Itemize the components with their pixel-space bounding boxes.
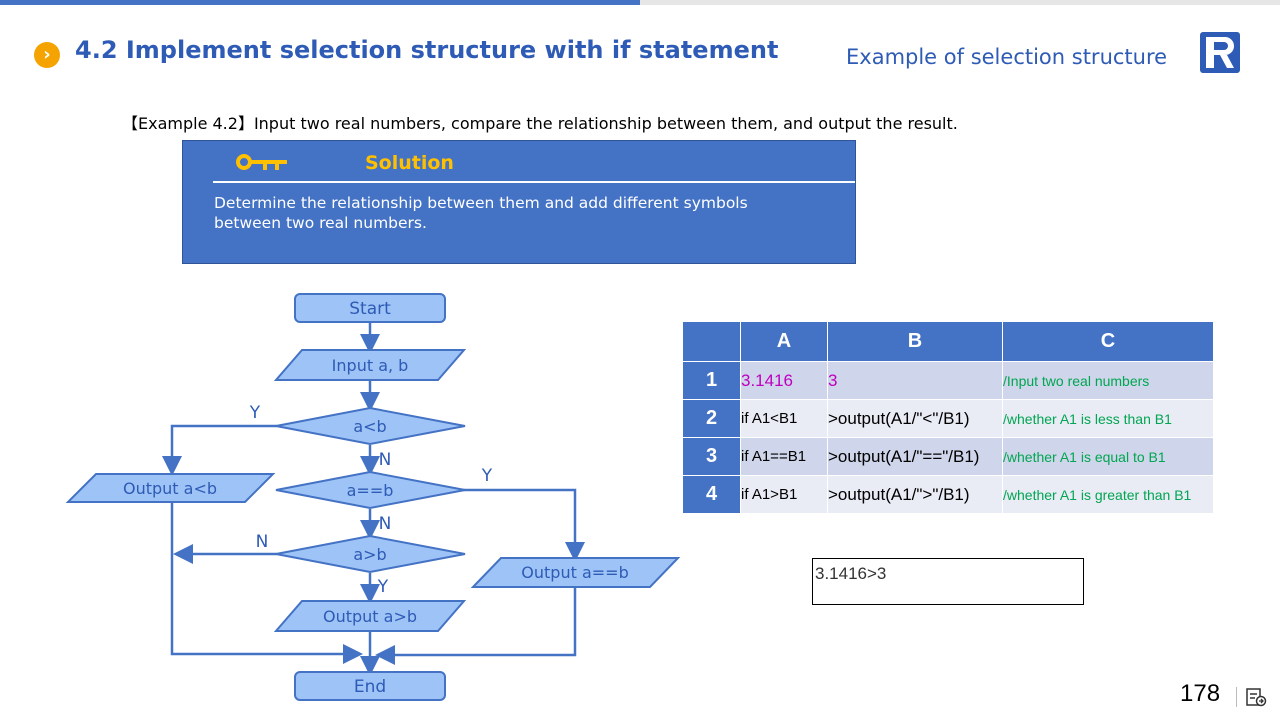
code-grid: A B C 1 3.1416 3 /Input two real numbers…	[682, 321, 1214, 514]
solution-title: Solution	[365, 152, 454, 174]
grid-row-number: 3	[682, 437, 741, 476]
grid-cell-b: >output(A1/"<"/B1)	[827, 399, 1003, 438]
flow-n-label-lt: N	[379, 450, 392, 470]
grid-row-number: 2	[682, 399, 741, 438]
chevron-right-icon: ›	[34, 42, 60, 68]
flow-y-label-eq: Y	[481, 466, 493, 486]
flow-end	[294, 671, 446, 701]
flow-start-label: Start	[349, 299, 391, 319]
grid-corner	[682, 321, 741, 362]
flow-input	[273, 349, 467, 381]
flow-cond-lt-label: a<b	[353, 417, 386, 436]
flow-output-lt-label: Output a<b	[123, 479, 217, 498]
grid-cell-a: if A1==B1	[740, 437, 828, 476]
grid-cell-c: /whether A1 is equal to B1	[1002, 437, 1214, 476]
section-subtitle: Example of selection structure	[846, 45, 1168, 69]
flow-n-label-gt: N	[256, 532, 269, 552]
grid-cell-c: /whether A1 is less than B1	[1002, 399, 1214, 438]
key-icon	[236, 154, 287, 170]
flow-output-eq-label: Output a==b	[521, 563, 628, 582]
solution-text: Determine the relationship between them …	[214, 194, 748, 232]
solution-box: Solution Determine the relationship betw…	[182, 140, 856, 264]
grid-cell-b: 3	[827, 361, 1003, 400]
grid-cell-a: if A1<B1	[740, 399, 828, 438]
output-result-text: 3.1416>3	[815, 564, 887, 583]
grid-row: 4 if A1>B1 >output(A1/">"/B1) /whether A…	[682, 475, 1214, 514]
top-accent-bar	[0, 0, 640, 5]
solution-divider	[213, 181, 855, 183]
flow-input-label: Input a, b	[332, 356, 409, 375]
page-title: 4.2 Implement selection structure with i…	[75, 36, 779, 64]
grid-cell-b: >output(A1/"=="/B1)	[827, 437, 1003, 476]
grid-cell-c: /Input two real numbers	[1002, 361, 1214, 400]
flow-y-label-lt: Y	[249, 403, 261, 423]
page-number: 178	[1180, 680, 1221, 707]
top-grey-bar	[640, 0, 1280, 5]
example-statement: 【Example 4.2】Input two real numbers, com…	[122, 114, 958, 133]
flow-n-label-eq: N	[379, 514, 392, 534]
grid-row: 1 3.1416 3 /Input two real numbers	[682, 361, 1214, 400]
grid-cell-c: /whether A1 is greater than B1	[1002, 475, 1214, 514]
logo-r-icon	[1200, 32, 1240, 73]
flow-end-label: End	[354, 677, 386, 697]
flow-output-eq	[470, 557, 681, 588]
flow-output-lt	[65, 473, 276, 503]
flow-output-gt-label: Output a>b	[323, 607, 417, 626]
grid-row-number: 1	[682, 361, 741, 400]
grid-row: 2 if A1<B1 >output(A1/"<"/B1) /whether A…	[682, 399, 1214, 438]
flow-cond-gt	[275, 534, 466, 574]
flow-cond-gt-label: a>b	[353, 545, 386, 564]
slide-nav-icon[interactable]	[1245, 686, 1267, 708]
flow-y-label-gt: Y	[377, 577, 389, 597]
footer-divider	[1236, 687, 1237, 707]
grid-cell-a: if A1>B1	[740, 475, 828, 514]
flow-cond-lt	[275, 406, 466, 446]
grid-col-c: C	[1002, 321, 1214, 362]
grid-row-number: 4	[682, 475, 741, 514]
grid-cell-a: 3.1416	[740, 361, 828, 400]
flow-cond-eq	[275, 470, 466, 510]
grid-col-a: A	[740, 321, 828, 362]
grid-row: 3 if A1==B1 >output(A1/"=="/B1) /whether…	[682, 437, 1214, 476]
flow-output-gt	[273, 600, 467, 632]
output-result-box: 3.1416>3	[812, 558, 1084, 605]
grid-col-b: B	[827, 321, 1003, 362]
flow-start	[294, 293, 446, 323]
flow-cond-eq-label: a==b	[347, 481, 394, 500]
grid-cell-b: >output(A1/">"/B1)	[827, 475, 1003, 514]
